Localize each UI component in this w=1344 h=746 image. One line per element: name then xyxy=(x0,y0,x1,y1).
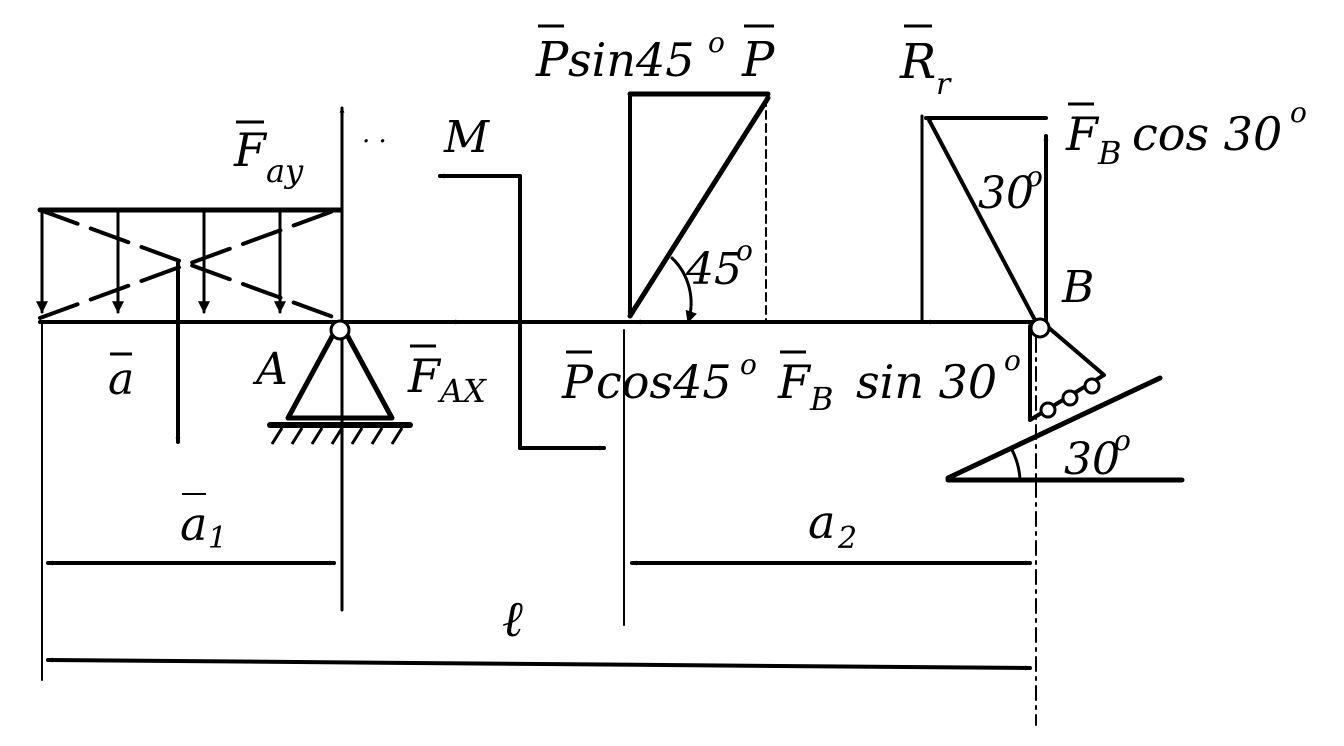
svg-text:F: F xyxy=(233,123,268,177)
dimension-lines xyxy=(41,321,1032,681)
label-angle-45: 45 o xyxy=(685,234,753,295)
svg-text:F: F xyxy=(777,355,812,409)
dim-l xyxy=(46,657,1032,671)
svg-text:P: P xyxy=(741,32,775,88)
label-m: M xyxy=(443,112,490,163)
label-angle-30-incline: 30 o xyxy=(1064,424,1131,485)
label-point-a: A xyxy=(252,344,288,395)
label-angle-30-top: 30 o xyxy=(978,160,1043,219)
svg-text:P: P xyxy=(535,32,569,88)
label-rr: R r xyxy=(899,24,952,102)
svg-text:F: F xyxy=(407,349,442,403)
svg-text:a: a xyxy=(808,495,835,549)
svg-text:45: 45 xyxy=(685,244,742,295)
svg-text:o: o xyxy=(740,348,757,381)
reaction-rr-decomposition xyxy=(920,114,1049,325)
label-fay: F ay xyxy=(233,120,304,190)
svg-text:o: o xyxy=(736,234,753,267)
p-force-arrow xyxy=(627,95,771,319)
svg-text:cos 30: cos 30 xyxy=(1132,107,1282,161)
svg-text:ay: ay xyxy=(266,152,304,190)
pin-support-a xyxy=(267,319,413,445)
svg-text:B: B xyxy=(809,380,834,418)
label-p-vector: P xyxy=(741,24,775,88)
svg-text:r: r xyxy=(936,67,952,102)
svg-text:sin 30: sin 30 xyxy=(856,355,997,409)
svg-text:R: R xyxy=(899,34,936,90)
label-a-vector: a xyxy=(108,352,134,405)
svg-text:o: o xyxy=(1114,424,1131,457)
svg-text:30: 30 xyxy=(978,168,1034,219)
label-a1: a 1 xyxy=(180,493,227,556)
svg-text:B: B xyxy=(1097,134,1122,172)
svg-text:1: 1 xyxy=(208,521,227,556)
svg-text:· ·: · · xyxy=(362,127,387,157)
distributed-load xyxy=(36,207,343,444)
angle-45-arc xyxy=(670,256,698,324)
svg-text:2: 2 xyxy=(837,521,857,556)
svg-text:P: P xyxy=(561,355,594,409)
svg-text:F: F xyxy=(1065,107,1100,161)
svg-text:a: a xyxy=(108,354,134,405)
label-fax: F AX xyxy=(407,344,487,410)
svg-text:a: a xyxy=(180,497,207,551)
svg-text:30: 30 xyxy=(1064,434,1120,485)
svg-text:AX: AX xyxy=(437,372,487,410)
label-point-b: B xyxy=(1061,262,1094,313)
svg-text:o: o xyxy=(1290,96,1307,129)
label-p-cos45: P cos45 o xyxy=(561,348,757,409)
label-a2: a 2 xyxy=(808,495,857,556)
label-p-sin45: P sin45 o xyxy=(535,24,725,88)
svg-text:o: o xyxy=(708,26,725,59)
moment-couple xyxy=(438,173,606,451)
label-fb-sin30: F B sin 30 o xyxy=(777,344,1021,418)
label-length: ℓ xyxy=(502,590,523,648)
label-fb-cos30: F B cos 30 o xyxy=(1065,96,1307,172)
roller-support-b xyxy=(945,317,1185,726)
svg-text:o: o xyxy=(1004,344,1021,377)
force-p-decomposition xyxy=(623,91,771,626)
svg-text:cos45: cos45 xyxy=(596,355,732,409)
svg-text:o: o xyxy=(1026,160,1043,193)
rr-arrow xyxy=(926,116,1038,324)
svg-text:sin45: sin45 xyxy=(568,33,694,87)
